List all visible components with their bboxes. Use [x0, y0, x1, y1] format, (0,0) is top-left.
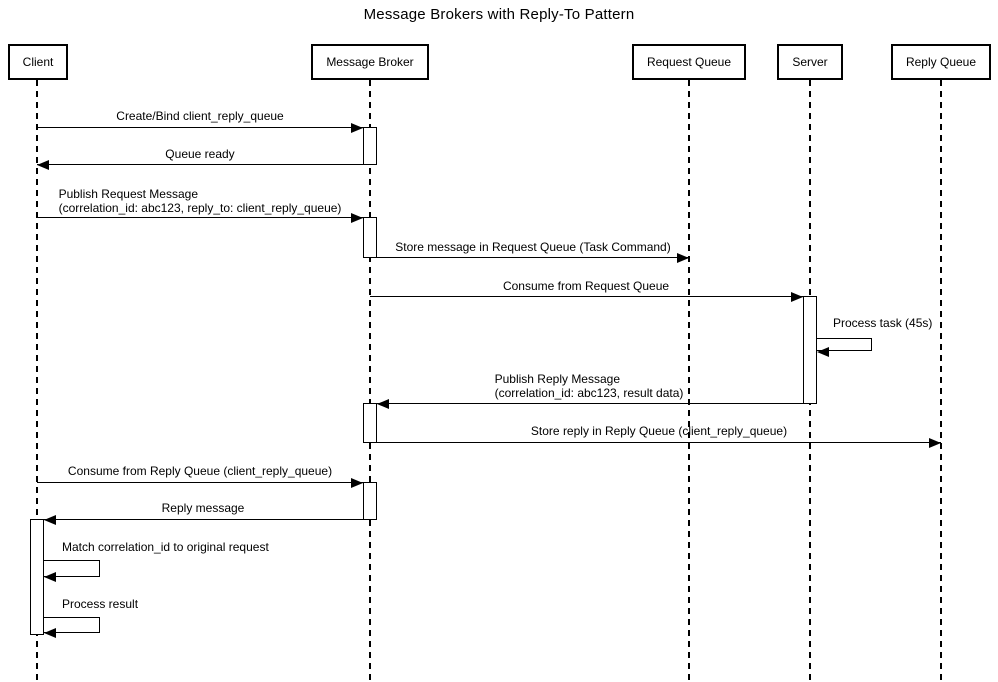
message-3-label-line2: (correlation_id: abc123, reply_to: clien…	[58, 201, 342, 215]
activation-message-broker-2	[363, 217, 377, 258]
activation-message-broker-3	[363, 403, 377, 443]
message-10-label: Reply message	[161, 501, 245, 515]
message-3-label-line1: Publish Request Message	[58, 187, 198, 201]
message-7-label-line1: Publish Reply Message	[494, 372, 621, 386]
participant-request-queue: Request Queue	[632, 44, 746, 80]
message-4-label: Store message in Request Queue (Task Com…	[395, 240, 671, 254]
participant-reply-queue-label: Reply Queue	[905, 55, 977, 69]
lifeline-reply-queue	[940, 80, 942, 682]
message-11-self-loop	[44, 560, 100, 577]
message-4-line	[377, 257, 689, 258]
message-2-label: Queue ready	[165, 147, 235, 161]
message-7-label-line2: (correlation_id: abc123, result data)	[494, 386, 684, 400]
message-10-arrowhead	[44, 515, 56, 525]
message-5-arrowhead	[791, 292, 803, 302]
activation-server	[803, 296, 817, 404]
participant-reply-queue: Reply Queue	[891, 44, 991, 80]
activation-client	[30, 519, 44, 635]
message-6-self-loop	[817, 338, 872, 351]
participant-server: Server	[777, 44, 843, 80]
participant-client-label: Client	[22, 55, 54, 69]
message-1-label: Create/Bind client_reply_queue	[116, 109, 284, 123]
participant-server-label: Server	[792, 55, 828, 69]
lifeline-request-queue	[688, 80, 690, 682]
lifeline-message-broker	[369, 80, 371, 682]
message-5-line	[370, 296, 803, 297]
message-3-line	[37, 217, 363, 218]
participant-client: Client	[8, 44, 68, 80]
activation-message-broker-1	[363, 127, 377, 165]
message-4-arrowhead	[677, 253, 689, 263]
message-9-label: Consume from Reply Queue (client_reply_q…	[67, 464, 333, 478]
participant-request-queue-label: Request Queue	[646, 55, 732, 69]
participant-message-broker: Message Broker	[311, 44, 429, 80]
message-12-label: Process result	[62, 597, 139, 611]
message-8-line	[377, 442, 941, 443]
activation-message-broker-4	[363, 482, 377, 520]
message-5-label: Consume from Request Queue	[502, 279, 670, 293]
message-3-label: Publish Request Message (correlation_id:…	[59, 187, 342, 215]
participant-message-broker-label: Message Broker	[326, 55, 414, 69]
message-8-arrowhead	[929, 438, 941, 448]
message-11-label: Match correlation_id to original request	[62, 540, 269, 554]
message-10-line	[44, 519, 363, 520]
message-1-arrowhead	[351, 123, 363, 133]
message-6-label: Process task (45s)	[833, 316, 933, 330]
message-1-line	[37, 127, 363, 128]
message-2-arrowhead	[37, 160, 49, 170]
message-9-arrowhead	[351, 478, 363, 488]
message-12-arrowhead	[44, 628, 56, 638]
message-7-label: Publish Reply Message (correlation_id: a…	[495, 372, 684, 400]
message-2-line	[37, 164, 363, 165]
lifeline-client	[36, 80, 38, 682]
message-7-arrowhead	[377, 399, 389, 409]
message-11-arrowhead	[44, 572, 56, 582]
message-8-label: Store reply in Reply Queue (client_reply…	[530, 424, 788, 438]
diagram-title: Message Brokers with Reply-To Pattern	[363, 6, 635, 23]
message-6-arrowhead	[817, 347, 829, 357]
message-7-line	[377, 403, 803, 404]
message-9-line	[37, 482, 363, 483]
message-12-self-loop	[44, 617, 100, 633]
message-3-arrowhead	[351, 213, 363, 223]
